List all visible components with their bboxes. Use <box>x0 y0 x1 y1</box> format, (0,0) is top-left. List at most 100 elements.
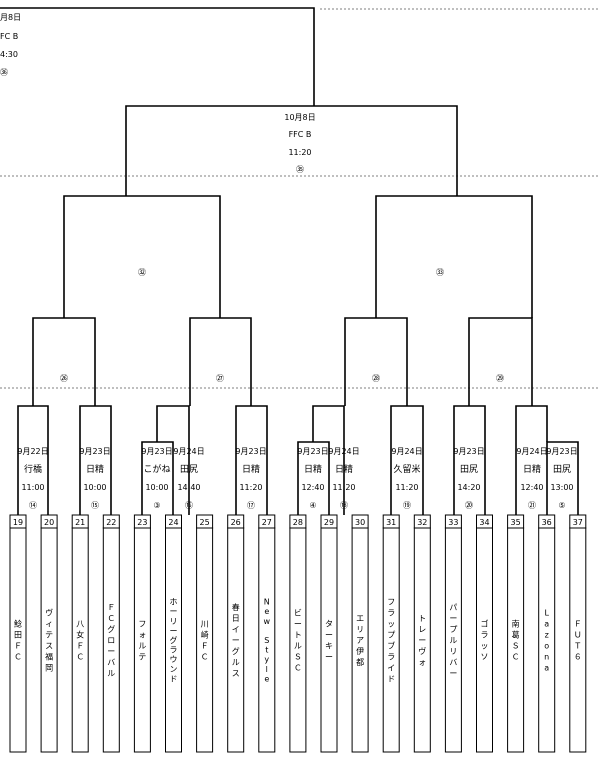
team-name-box <box>9 527 27 753</box>
team-name: ビートルＳＣ <box>294 609 302 673</box>
match-date: 9月24日 <box>173 447 204 456</box>
match-number: ㉑ <box>528 501 536 510</box>
match-time: 10:00 <box>145 483 168 492</box>
semi-venue: FFC B <box>289 130 312 139</box>
semi-time: 11:20 <box>288 148 311 157</box>
team-name-box <box>413 527 431 753</box>
team-name: パープルリバー <box>449 603 457 678</box>
team-number: 37 <box>573 518 583 527</box>
round3-match-number: ㉖ <box>60 374 68 383</box>
match-time: 13:00 <box>550 483 573 492</box>
match-venue: 日精 <box>86 463 104 475</box>
match-time: 12:40 <box>520 483 543 492</box>
match-date: 9月23日 <box>546 447 577 456</box>
team-name: ターキー <box>325 620 333 662</box>
match-time: 10:00 <box>83 483 106 492</box>
match-time: 11:20 <box>395 483 418 492</box>
team-name: ゴラッソ <box>481 619 489 662</box>
round2-line <box>156 405 190 515</box>
match-venue: 日精 <box>523 463 541 475</box>
match-time: 11:20 <box>332 483 355 492</box>
semi-bracket-line <box>125 105 458 196</box>
round2-info: 9月22日 行橋 11:00 ⑭ 9月23日 日精 10:00 ⑮ 9月24日 … <box>17 447 547 510</box>
match-date: 9月23日 <box>79 447 110 456</box>
team-name: 南葛ＳＣ <box>512 619 520 662</box>
match-time: 12:40 <box>301 483 324 492</box>
round3-line <box>32 317 96 406</box>
team-columns: 19鯰田ＦＣ20ヴィテス福岡21八女ＦＣ22ＦＣグローバル23フォルテ24ホーリ… <box>9 514 587 753</box>
team-name-box <box>227 527 245 753</box>
team-name: 八女ＦＣ <box>76 620 84 662</box>
match-venue: 日精 <box>335 463 353 475</box>
team-column: 35 南葛ＳＣ <box>507 514 525 753</box>
team-name: ＦＣグローバル <box>107 603 115 678</box>
team-number: 19 <box>13 518 23 527</box>
match-venue: 田尻 <box>180 464 198 475</box>
round2-line <box>453 405 486 515</box>
match-date: 9月22日 <box>17 447 48 456</box>
match-date: 9月23日 <box>297 447 328 456</box>
match-date: 9月23日 <box>141 447 172 456</box>
team-number: 35 <box>511 518 521 527</box>
team-number: 23 <box>137 518 147 527</box>
team-column: 21 八女ＦＣ <box>71 514 89 753</box>
team-name-box <box>196 527 214 753</box>
round1-line <box>297 441 330 515</box>
round3-match-number: ㉗ <box>216 374 224 383</box>
team-name-box <box>258 527 276 753</box>
match-number: ⑱ <box>340 501 348 510</box>
match-date: 9月24日 <box>328 447 359 456</box>
round3-match-number: ㉘ <box>372 374 380 383</box>
team-column: 33 パープルリバー <box>444 514 462 753</box>
team-name: フラップブライド <box>387 598 395 684</box>
team-number: 33 <box>448 518 458 527</box>
final-bracket-line <box>0 7 315 106</box>
team-number: 32 <box>417 518 427 527</box>
team-name: ＦＵＴ６ <box>574 620 582 662</box>
team-number: 36 <box>542 518 552 527</box>
team-name: ヴィテス福岡 <box>45 608 53 673</box>
final-date: 月8日 <box>0 13 21 22</box>
quarter-left-number: ㉜ <box>138 268 146 277</box>
match-venue: 行橋 <box>24 463 42 475</box>
team-name-box <box>569 527 587 753</box>
team-name-box <box>382 527 400 753</box>
team-name: 春日イーグルス <box>232 602 240 678</box>
team-name-box <box>165 527 182 753</box>
team-name: 川崎ＦＣ <box>201 620 209 662</box>
team-name-box <box>133 527 151 753</box>
quarter-right-number: ㉝ <box>436 268 444 277</box>
match-date: 9月23日 <box>453 447 484 456</box>
team-number: 24 <box>168 518 178 527</box>
final-venue: FC B <box>0 32 18 41</box>
team-name: エリア伊都 <box>356 614 364 667</box>
team-number: 22 <box>106 518 116 527</box>
round2-line <box>17 405 49 515</box>
team-name: 鯰田ＦＣ <box>14 619 22 662</box>
round1-line <box>141 441 174 515</box>
round2-line <box>515 405 548 515</box>
team-name-box <box>538 527 556 753</box>
team-number: 21 <box>75 518 85 527</box>
match-number: ⑰ <box>247 501 255 510</box>
final-time: 4:30 <box>0 50 18 59</box>
team-column: 34 ゴラッソ <box>476 514 493 753</box>
match-date: 9月24日 <box>391 447 422 456</box>
team-number: 34 <box>479 518 489 527</box>
match-date: 9月23日 <box>235 447 266 456</box>
round1-info: 9月23日 こがね 10:00 ③ 9月23日 日精 12:40 ④ 9月23日… <box>141 447 577 510</box>
team-column: 32 トレーヴォ <box>413 514 431 753</box>
match-venue: 田尻 <box>553 464 571 475</box>
match-number: ⑲ <box>403 501 411 510</box>
quarter-left-line <box>63 195 221 318</box>
team-name: トレーヴォ <box>418 614 426 667</box>
match-time: 11:20 <box>239 483 262 492</box>
team-name-box <box>71 527 89 753</box>
